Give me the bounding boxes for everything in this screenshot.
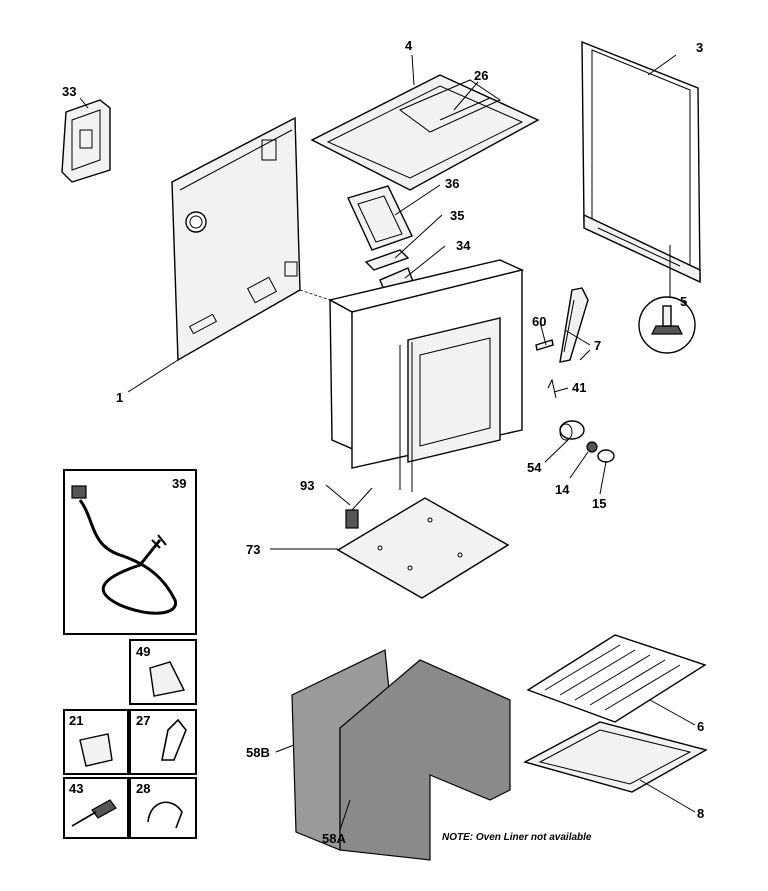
label-93: 93 (300, 478, 314, 493)
part-8-broil-pan (523, 721, 708, 793)
part-73-bottom-panel (336, 497, 510, 599)
oven-body (299, 259, 525, 492)
part-35-gasket (364, 249, 410, 271)
label-34: 34 (456, 238, 471, 253)
label-27: 27 (136, 713, 150, 728)
part-27-box (129, 709, 197, 775)
part-33-bracket (61, 99, 111, 183)
label-54: 54 (527, 460, 542, 475)
label-1: 1 (116, 390, 123, 405)
label-41: 41 (572, 380, 586, 395)
part-3-side-panel (581, 40, 701, 284)
leader-lines (79, 54, 696, 831)
label-5: 5 (680, 294, 687, 309)
part-43-box (63, 777, 129, 839)
part-28-box (129, 777, 197, 839)
label-58a: 58A (322, 831, 346, 846)
part-60-pin (535, 339, 554, 351)
label-3: 3 (696, 40, 703, 55)
label-73: 73 (246, 542, 260, 557)
label-28: 28 (136, 781, 150, 796)
label-35: 35 (450, 208, 464, 223)
label-21: 21 (69, 713, 83, 728)
part-39-box (63, 469, 197, 635)
part-54-socket (559, 420, 585, 441)
part-15-bulb (597, 449, 615, 463)
label-36: 36 (445, 176, 459, 191)
label-4: 4 (405, 38, 413, 53)
part-5-leveling-leg (638, 245, 696, 354)
part-93-bracket (345, 487, 373, 529)
part-1-back-panel (171, 116, 301, 362)
label-49: 49 (136, 644, 150, 659)
part-6-rack (526, 634, 707, 723)
label-39: 39 (172, 476, 186, 491)
part-7-hinge (559, 287, 589, 363)
part-41-clip (547, 378, 557, 399)
label-33: 33 (62, 84, 76, 99)
part-58a-insulation (339, 659, 511, 861)
part-49-box (129, 639, 197, 705)
label-58b: 58B (246, 745, 270, 760)
label-8: 8 (697, 806, 704, 821)
part-36-duct (347, 185, 413, 251)
label-7: 7 (594, 338, 601, 353)
oven-liner-note: NOTE: Oven Liner not available (442, 832, 592, 843)
part-4-top-pan (310, 74, 540, 191)
label-14: 14 (555, 482, 570, 497)
part-14-ring (586, 441, 598, 453)
part-labels: 33 1 4 26 3 36 35 34 5 60 7 41 54 14 15 … (62, 38, 704, 846)
label-43: 43 (69, 781, 83, 796)
label-6: 6 (697, 719, 704, 734)
part-21-box (63, 709, 129, 775)
label-60: 60 (532, 314, 546, 329)
label-26: 26 (474, 68, 488, 83)
label-15: 15 (592, 496, 606, 511)
